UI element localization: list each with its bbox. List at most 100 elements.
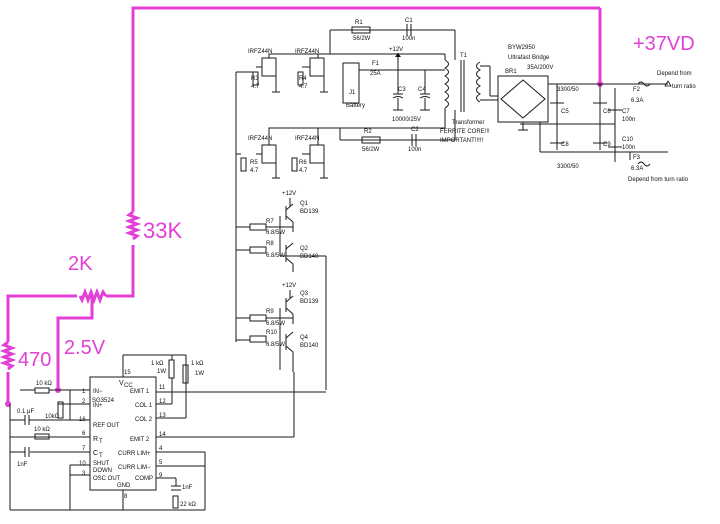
output-filter: C5 C6 C8 C9 3300/50 3300/50 C7 100n C10 … xyxy=(520,71,696,183)
c-ref-val: 0.1 μF xyxy=(17,409,34,415)
c-t-val: 1nF xyxy=(17,462,28,468)
supply-vcc: +12V xyxy=(389,47,403,53)
c8-ref: C8 xyxy=(561,142,569,148)
vout-label: +37VD xyxy=(633,33,695,55)
t1-ref: T1 xyxy=(460,53,468,59)
transformer-note2: FERRITE CORE!!! xyxy=(440,129,490,135)
f1-ref: F1 xyxy=(372,61,380,67)
f3-ref: F3 xyxy=(633,155,641,161)
j1-label: Battery xyxy=(346,103,365,109)
c5-ref: C5 xyxy=(561,109,569,115)
r10-ref: R10 xyxy=(266,330,278,336)
c4-ref: C4 xyxy=(418,87,426,93)
pin-2-name: IN+ xyxy=(93,403,103,409)
r-in-val: 10 kΩ xyxy=(36,381,52,387)
r2k-label: 2K xyxy=(68,253,93,275)
r10-val: 6.8/5W xyxy=(266,342,285,348)
sg3524-ic: SG3524 V CC 15 GND 8 1 IN− 2 IN+ 16 REF … xyxy=(10,354,326,511)
c2-val: 100n xyxy=(408,147,421,153)
pin-16-name: REF OUT xyxy=(93,423,120,429)
r-col1-watt: 1W xyxy=(157,369,166,375)
transformer-note1: Transformer xyxy=(452,120,484,126)
ic-top-pin: 15 xyxy=(124,370,131,376)
r7-val: 6.8/5W xyxy=(266,230,285,236)
pin-10-name: SHUT xyxy=(93,461,110,467)
r6-ref: R6 xyxy=(299,160,307,166)
r-col2-val: 1 kΩ xyxy=(191,361,204,367)
bridge-rating: 35A/200V xyxy=(527,65,553,71)
note-top1: Depend from xyxy=(657,71,692,77)
q1-ref: Q1 xyxy=(300,201,309,207)
r1-ref: R1 xyxy=(355,20,363,26)
r9-val: 6.8/5W xyxy=(266,321,285,327)
bridge-part: BYW2950 xyxy=(508,45,536,51)
pin-11-name: EMIT 1 xyxy=(130,389,150,395)
c2-ref: C2 xyxy=(411,127,419,133)
pin-14-name: EMIT 2 xyxy=(130,437,150,443)
c10-ref: C10 xyxy=(622,137,634,143)
pin-10-num: 10 xyxy=(79,461,86,467)
r5-ref: R5 xyxy=(250,160,258,166)
mosfet-1-label: IRFZ44N xyxy=(248,49,272,55)
ic-vcc-sub: CC xyxy=(124,383,133,389)
c10-val: 100n xyxy=(622,145,635,151)
r-fb-val: 10kΩ xyxy=(45,414,60,420)
pin-3-num: 3 xyxy=(82,471,86,477)
r2-ref: R2 xyxy=(364,129,372,135)
pin-5-name: CURR LIM− xyxy=(118,465,151,471)
pin-12-num: 12 xyxy=(159,399,166,405)
driver-1-vcc: +12V xyxy=(282,191,296,197)
r3-ref: R3 xyxy=(251,76,259,82)
r3-val: 4.7 xyxy=(251,84,260,90)
bridge-desc: Ultrafast Bridge xyxy=(508,55,550,61)
r-col2-watt: 1W xyxy=(195,371,204,377)
c9-ref: C9 xyxy=(603,142,611,148)
f1-val: 25A xyxy=(370,71,381,77)
v25-label: 2.5V xyxy=(64,337,106,359)
pin-5-num: 5 xyxy=(159,460,163,466)
r-t-val: 10 kΩ xyxy=(34,427,50,433)
pin-6-num: 6 xyxy=(82,431,86,437)
c3-ref: C3 xyxy=(398,87,406,93)
c-comp-val: 1nF xyxy=(182,485,193,491)
f3-val: 6.3A xyxy=(631,166,643,172)
pin-10-down: DOWN xyxy=(93,468,112,474)
j1-ref: J1 xyxy=(349,90,356,96)
q2-ref: Q2 xyxy=(300,246,309,252)
pin-2-num: 2 xyxy=(82,399,86,405)
c6-ref: C6 xyxy=(603,109,611,115)
r1-val: 56/2W xyxy=(353,36,371,42)
mosfet-4-label: IRFZ44N xyxy=(295,136,319,142)
q1-part: BD139 xyxy=(300,209,319,215)
c7-val: 100n xyxy=(622,117,635,123)
ic-name: SG3524 xyxy=(92,398,115,404)
supply-section: +12V J1 Battery F1 25A C3 C4 10000/25V xyxy=(342,47,445,123)
f2-val: 6.3A xyxy=(631,98,643,104)
cap-val: 10000/25V xyxy=(392,117,421,123)
pin-14-num: 14 xyxy=(159,432,166,438)
ic-gnd: GND xyxy=(117,483,131,489)
transformer: T1 Transformer FERRITE CORE!!! IMPORTANT… xyxy=(440,30,490,144)
pin-4-name: CURR LIM+ xyxy=(118,451,151,457)
pin-9-name: COMP xyxy=(135,476,153,482)
pin-12-name: COL 1 xyxy=(135,403,153,409)
feedback-divider: 33K 2K 470 2.5V +37VD xyxy=(0,6,695,407)
bridge-rectifier: BYW2950 Ultrafast Bridge 35A/200V BR1 xyxy=(480,45,630,153)
c1-ref: C1 xyxy=(405,18,413,24)
r2-val: 56/2W xyxy=(362,147,380,153)
snubber-network: R1 56/2W C1 100n R2 56/2W C2 100n xyxy=(329,18,455,153)
ic-gnd-pin: 8 xyxy=(124,494,128,500)
q2-part: BD140 xyxy=(300,254,319,260)
pin-11-num: 11 xyxy=(159,385,166,391)
pin-1-name: IN− xyxy=(93,389,103,395)
q3-part: BD139 xyxy=(300,299,319,305)
r8-val: 6.8/5W xyxy=(266,253,285,259)
ic-input-network: 10 kΩ 10kΩ 0.1 μF 10 kΩ 1nF xyxy=(9,381,71,510)
r-comp-val: 22 kΩ xyxy=(180,502,196,508)
cap-top-val: 3300/50 xyxy=(557,87,579,93)
r8-ref: R8 xyxy=(266,241,274,247)
pin-13-num: 13 xyxy=(159,413,166,419)
f2-ref: F2 xyxy=(633,87,641,93)
r470-label: 470 xyxy=(18,349,51,371)
